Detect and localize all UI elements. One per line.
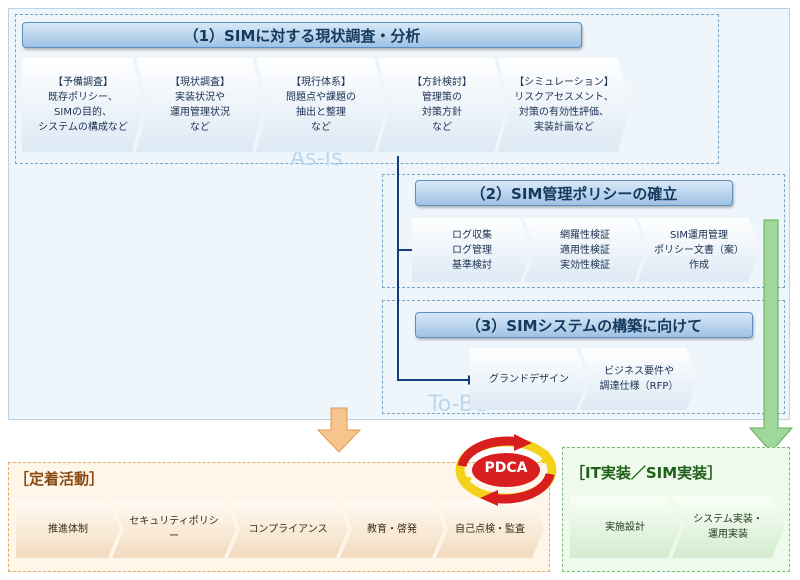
step-head: 【現状調査】 <box>170 77 230 88</box>
step-body: 問題点や課題の 抽出と整理 など <box>286 92 356 133</box>
step-education: 教育・啓発 <box>340 500 444 558</box>
step-grand-design: グランドデザイン <box>470 348 588 410</box>
step-compliance: コンプライアンス <box>228 500 348 558</box>
step-body: 実装状況や 運用管理状況 など <box>170 92 230 133</box>
teichaku-title: ［定着活動］ <box>14 470 105 488</box>
step-head: 【現行体系】 <box>291 77 351 88</box>
section2-frame <box>382 174 785 288</box>
step-current-survey: 【現状調査】実装状況や 運用管理状況 など <box>136 58 264 152</box>
step-head: 【方針検討】 <box>412 77 472 88</box>
pdca-label: PDCA <box>484 460 528 476</box>
step-policy-document: SIM運用管理 ポリシー文書（案） 作成 <box>638 218 760 282</box>
step-body: 既存ポリシー、 SIMの目的、 システムの構成など <box>38 92 128 133</box>
step-current-system: 【現行体系】問題点や課題の 抽出と整理 など <box>256 58 386 152</box>
step-promotion-structure: 推進体制 <box>16 500 120 558</box>
step-verification: 網羅性検証 適用性検証 実効性検証 <box>524 218 646 282</box>
section2-title: （2）SIM管理ポリシーの確立 <box>415 180 733 206</box>
step-body: 管理策の 対策方針 など <box>422 92 462 133</box>
step-log-criteria: ログ収集 ログ管理 基準検討 <box>412 218 532 282</box>
step-security-policy: セキュリティポリシー <box>112 500 236 558</box>
step-system-implementation: システム実装・ 運用実装 <box>672 496 784 558</box>
step-rfp: ビジネス要件や 調達仕様（RFP） <box>580 348 698 410</box>
section3-frame <box>382 300 785 414</box>
section3-title: （3）SIMシステムの構築に向けて <box>415 312 753 338</box>
step-preliminary-survey: 【予備調査】既存ポリシー、 SIMの目的、 システムの構成など <box>22 58 144 152</box>
step-simulation: 【シミュレーション】リスクアセスメント、 対策の有効性評価、 実装計画など <box>498 58 630 152</box>
step-detailed-design: 実施設計 <box>570 496 680 558</box>
step-self-audit: 自己点検・監査 <box>436 500 544 558</box>
step-policy-review: 【方針検討】管理策の 対策方針 など <box>378 58 506 152</box>
step-body: リスクアセスメント、 対策の有効性評価、 実装計画など <box>514 92 614 133</box>
it-implementation-title: ［IT実装／SIM実装］ <box>570 464 723 482</box>
step-head: 【予備調査】 <box>52 77 113 88</box>
section1-title: （1）SIMに対する現状調査・分析 <box>22 22 582 48</box>
section1-frame <box>15 14 719 164</box>
step-head: 【シミュレーション】 <box>514 77 614 88</box>
